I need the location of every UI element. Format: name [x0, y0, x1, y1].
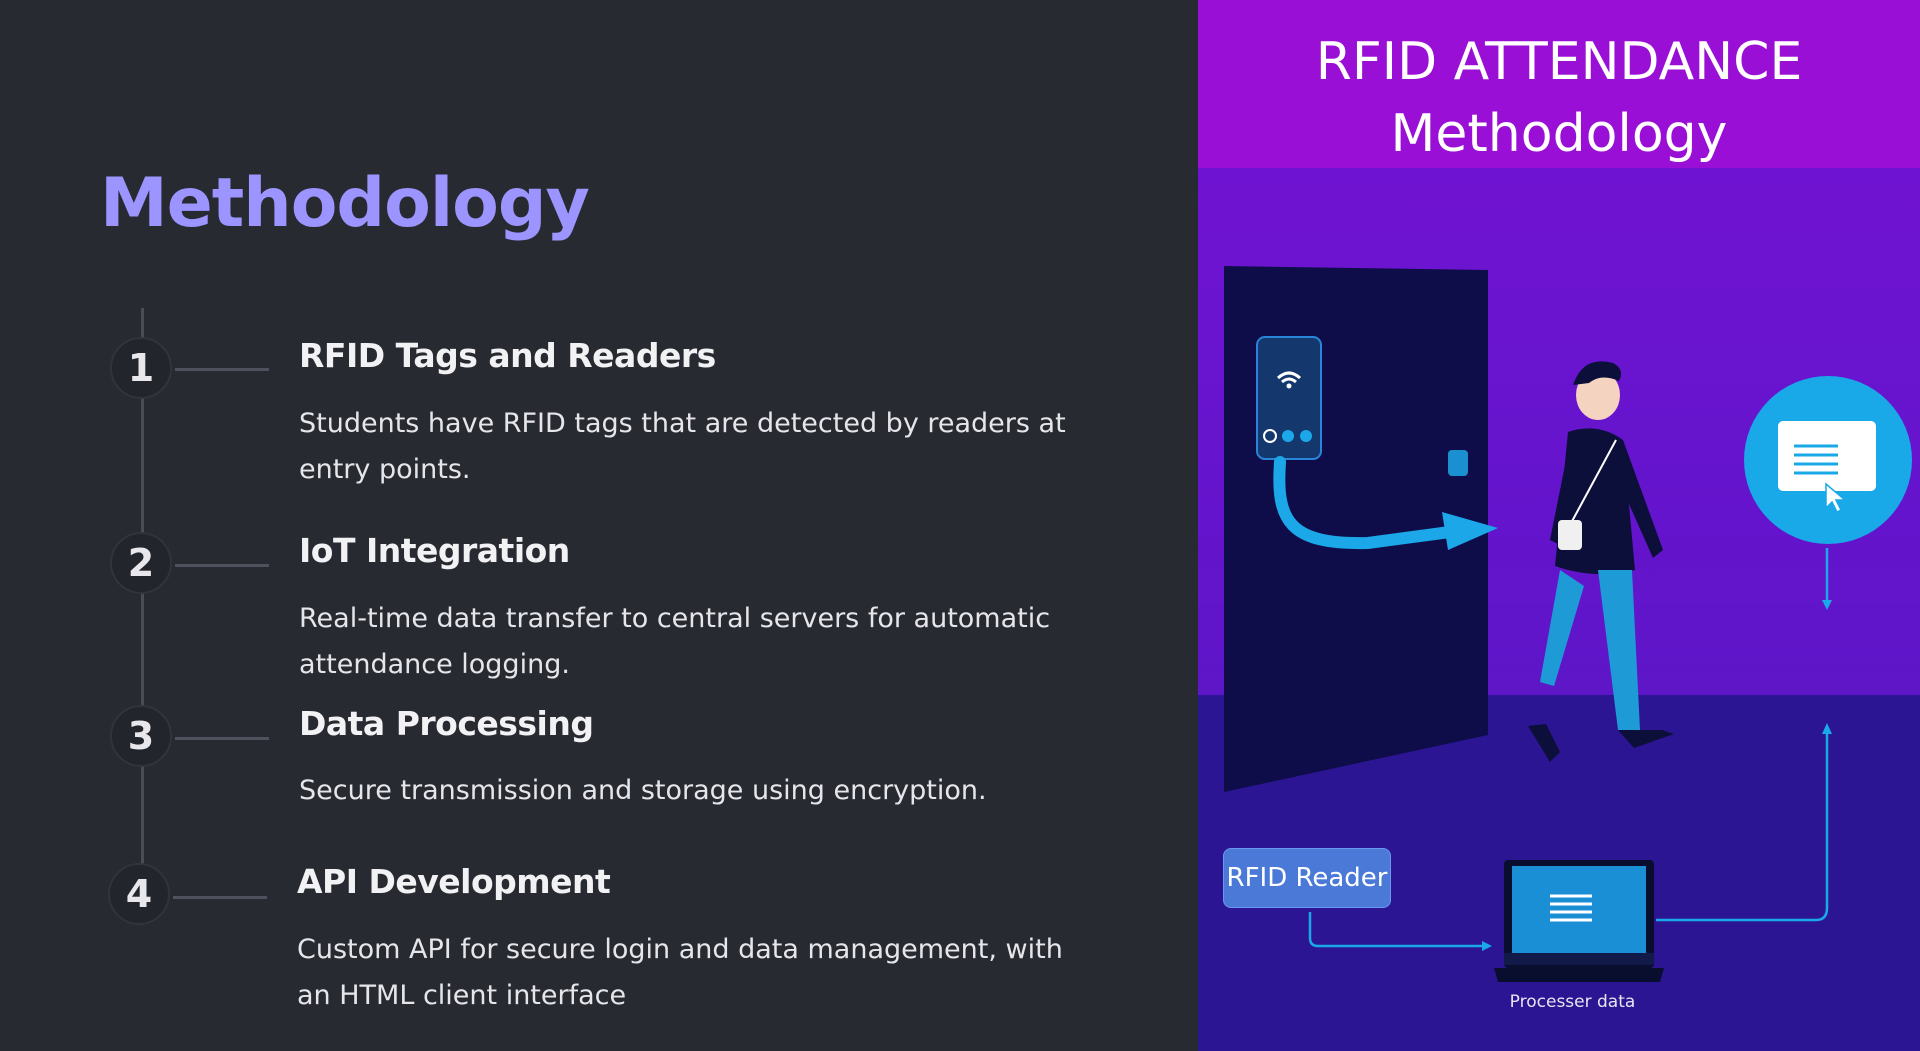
door-handle	[1448, 450, 1468, 476]
banner-title-line-1: RFID ATTENDANCE	[1315, 32, 1803, 92]
step-title: API Development	[297, 862, 611, 901]
processer-data-label: Processer data	[1509, 992, 1636, 1012]
step-title: Data Processing	[299, 704, 594, 743]
step-connector	[175, 564, 269, 567]
student-figure	[1528, 361, 1674, 762]
rfid-tag-icon	[1558, 520, 1582, 550]
page-title: Methodology	[100, 164, 590, 243]
step-number-badge: 3	[110, 705, 172, 767]
rfid-attendance-illustration	[1198, 168, 1920, 1051]
methodology-panel: Methodology 1 RFID Tags and Readers Stud…	[100, 164, 1066, 1011]
step-number-badge: 4	[108, 863, 170, 925]
banner-title-line-2: Methodology	[1390, 104, 1728, 164]
reader-device-icon	[1256, 336, 1322, 460]
wifi-icon	[1276, 371, 1302, 384]
step-connector	[175, 368, 269, 371]
arrow-icon	[1273, 456, 1456, 550]
laptop-icon	[1494, 860, 1664, 982]
rfid-reader-label: RFID Reader	[1223, 848, 1391, 908]
step-title: IoT Integration	[299, 531, 570, 570]
banner: RFID ATTENDANCE Methodology	[1198, 0, 1920, 168]
step-connector	[175, 737, 269, 740]
step-title: RFID Tags and Readers	[299, 336, 716, 375]
step-description: Secure transmission and storage using en…	[299, 775, 987, 806]
step-description: Students have RFID tags that are detecte…	[299, 408, 1066, 485]
timeline-line	[141, 308, 144, 903]
step-number-badge: 1	[110, 337, 172, 399]
cursor-icon	[1825, 482, 1848, 514]
step-number-badge: 2	[110, 532, 172, 594]
step-description: Real-time data transfer to central serve…	[299, 603, 1051, 680]
step-connector	[173, 896, 267, 899]
step-description: Custom API for secure login and data man…	[297, 934, 1063, 1011]
